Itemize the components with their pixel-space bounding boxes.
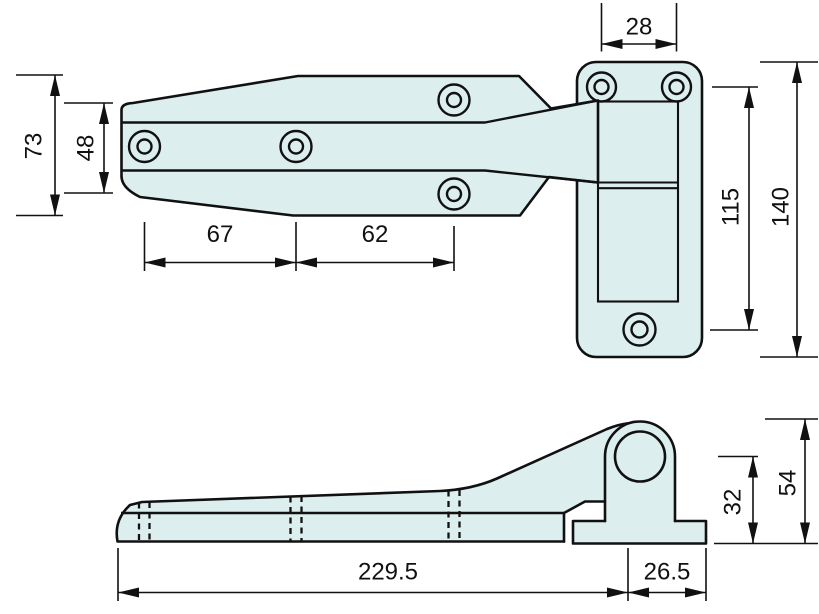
knuckle-outline bbox=[603, 420, 677, 523]
foot-outline bbox=[571, 519, 708, 545]
dimension-115: 115 bbox=[710, 86, 758, 331]
hidden-hole-lines bbox=[137, 490, 461, 542]
top-view: 28 73 48 67 62 115 1 bbox=[16, 3, 818, 359]
plate-recess-double-line bbox=[598, 181, 678, 190]
strap-ridge-lines bbox=[122, 99, 599, 184]
dim-label: 28 bbox=[626, 13, 653, 40]
dimension-62: 62 bbox=[296, 221, 455, 271]
dimension-140: 140 bbox=[760, 61, 818, 358]
plate-screw-hole bbox=[660, 71, 693, 103]
mounting-plate bbox=[575, 60, 704, 359]
dim-label: 73 bbox=[20, 133, 47, 160]
strap-side bbox=[116, 423, 637, 542]
dimension-32: 32 bbox=[714, 455, 818, 545]
dim-label: 62 bbox=[362, 221, 389, 248]
dimension-229.5: 229.5 bbox=[117, 548, 629, 601]
screw-hole bbox=[437, 177, 471, 211]
pin-hole bbox=[613, 430, 667, 483]
dim-label: 67 bbox=[207, 221, 234, 248]
plate-screw-hole bbox=[622, 312, 657, 347]
side-view: 229.5 26.5 32 54 bbox=[115, 418, 818, 601]
dimension-67: 67 bbox=[143, 221, 297, 271]
dim-label: 32 bbox=[719, 489, 746, 516]
dim-label: 26.5 bbox=[644, 558, 691, 585]
screw-hole bbox=[279, 129, 313, 164]
screw-hole bbox=[127, 129, 162, 164]
dimension-48: 48 bbox=[64, 102, 113, 194]
strap-end-step bbox=[562, 500, 607, 543]
dimension-54: 54 bbox=[765, 418, 818, 544]
plate-screw-hole bbox=[585, 71, 618, 103]
dimension-28: 28 bbox=[600, 3, 678, 52]
dim-label: 48 bbox=[72, 135, 99, 162]
hinge-strap bbox=[120, 74, 600, 217]
plate-side bbox=[573, 521, 706, 544]
dimension-73: 73 bbox=[16, 74, 63, 217]
dim-label: 54 bbox=[774, 470, 801, 497]
dim-label: 229.5 bbox=[358, 558, 418, 585]
dim-label: 115 bbox=[717, 188, 744, 226]
screw-hole bbox=[437, 83, 471, 117]
dimension-26.5: 26.5 bbox=[628, 548, 707, 601]
strap-side-outline bbox=[115, 422, 630, 543]
plate-inner-recess bbox=[596, 100, 680, 303]
dim-label: 140 bbox=[767, 187, 794, 227]
